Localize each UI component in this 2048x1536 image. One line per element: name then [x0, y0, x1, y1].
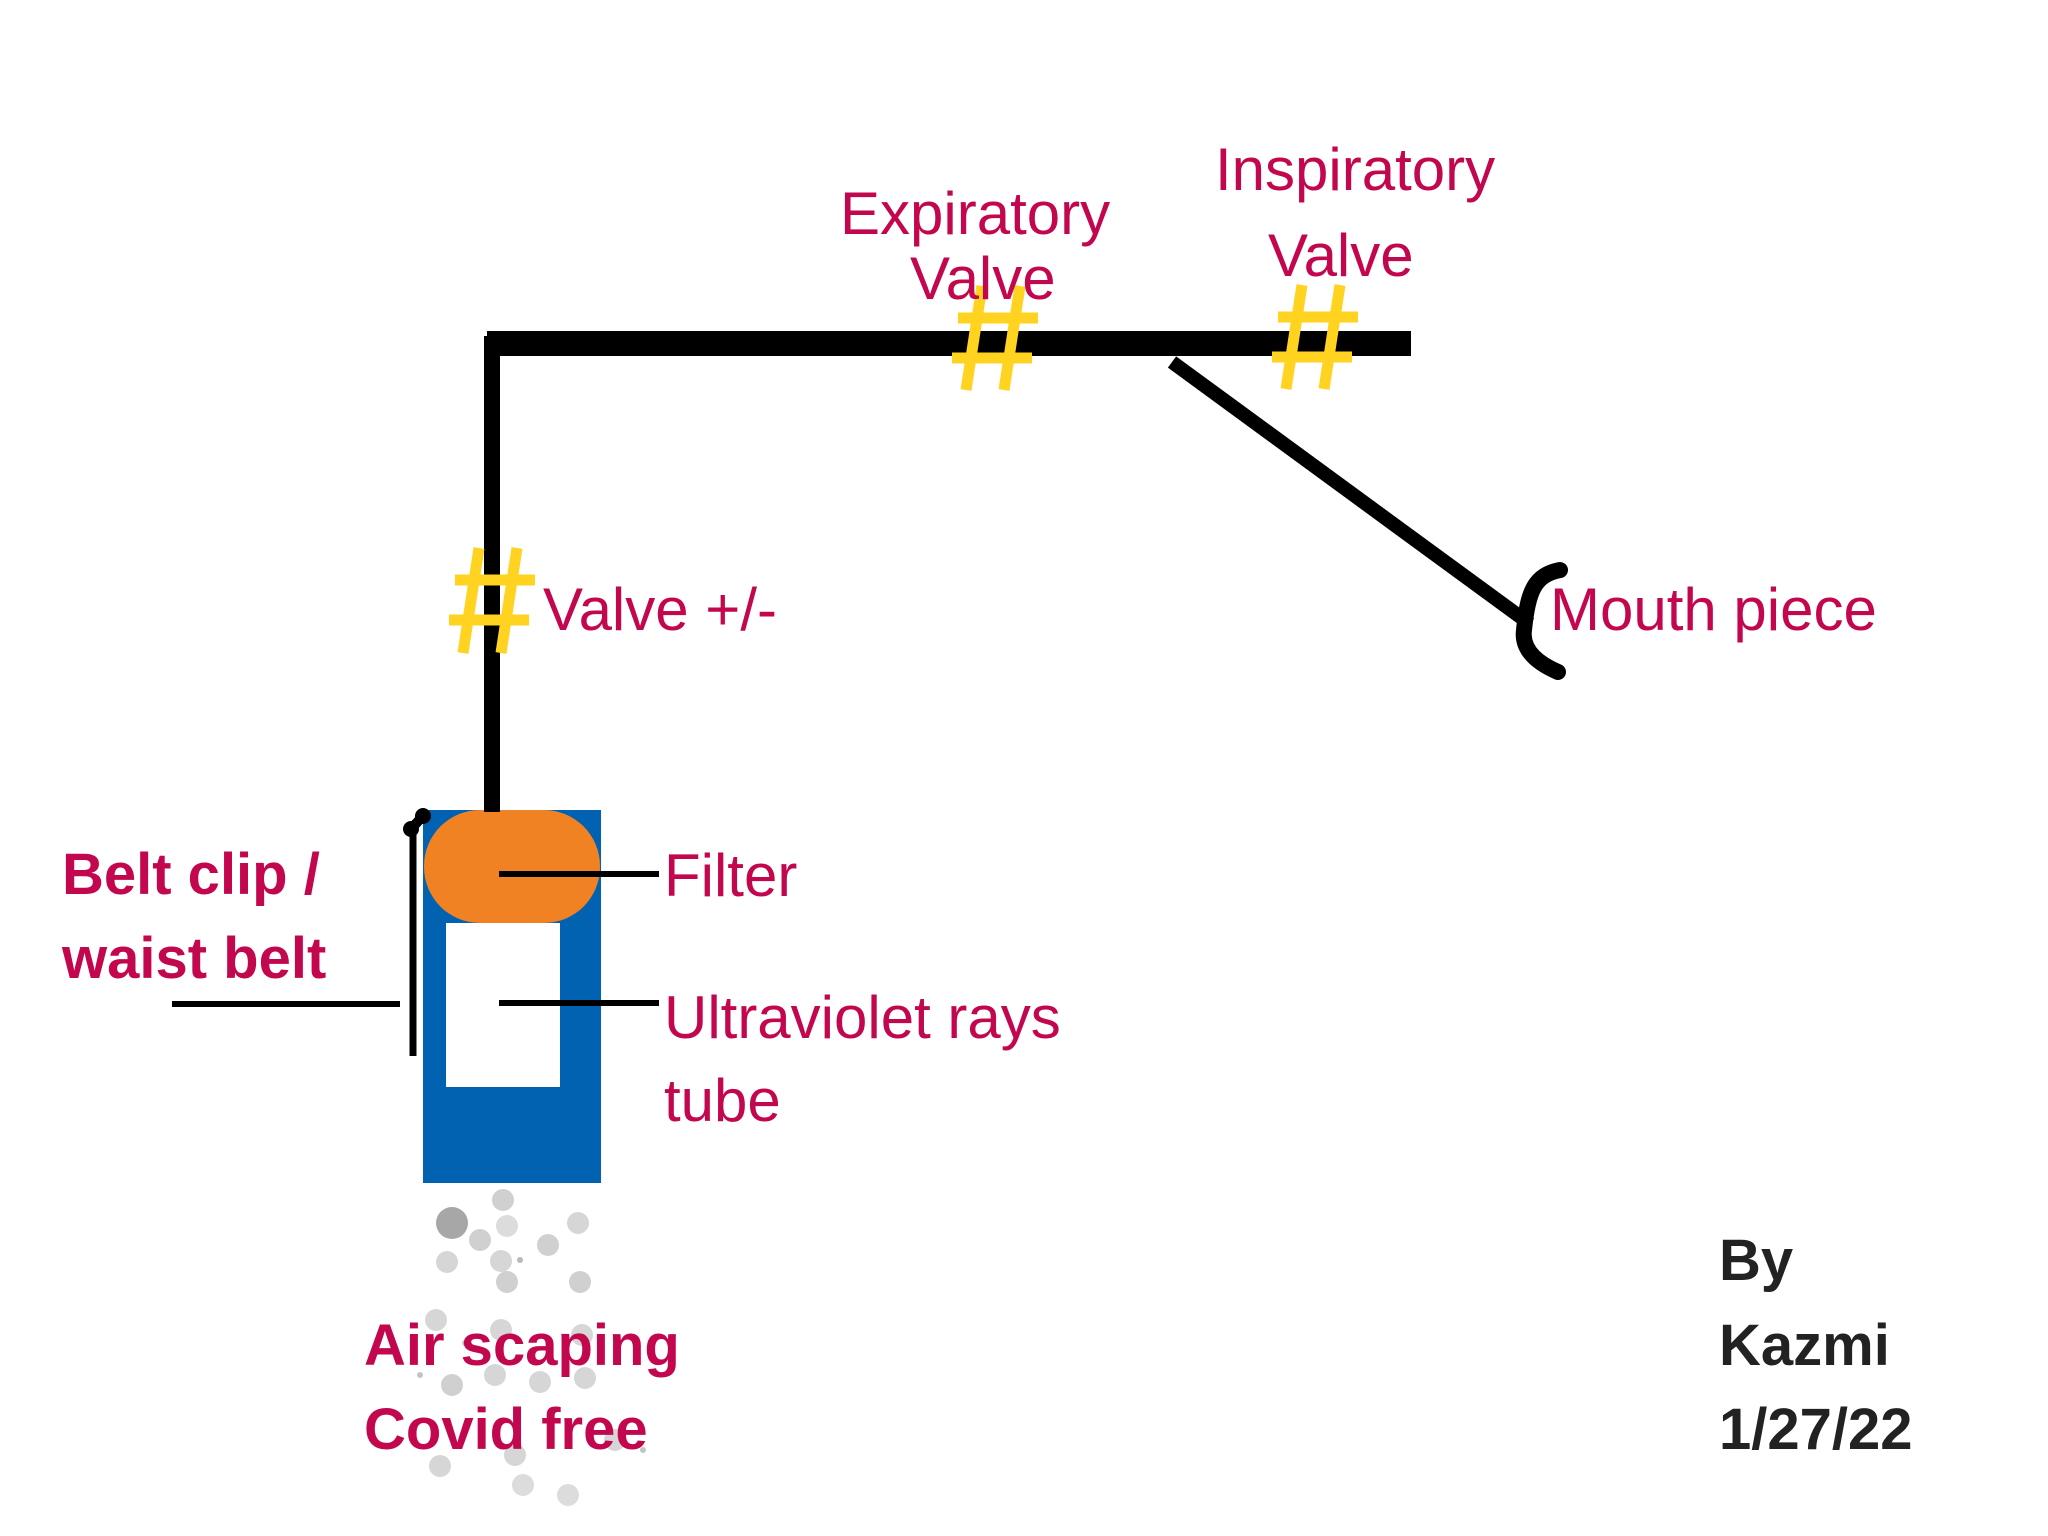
mouth-piece-label: Mouth piece	[1550, 576, 1877, 643]
air-particle	[462, 1340, 468, 1346]
air-particle	[512, 1474, 534, 1496]
air-particle	[425, 1309, 447, 1331]
uv-tube-label-line1: Ultraviolet rays	[664, 984, 1061, 1051]
air-particles	[417, 1189, 646, 1506]
air-particle	[569, 1271, 591, 1293]
belt-clip-label-line2: waist belt	[62, 926, 327, 991]
air-particle	[436, 1207, 468, 1239]
horizontal-pipe	[487, 331, 1411, 356]
credit-by: By	[1719, 1228, 1794, 1293]
credit-author: Kazmi	[1719, 1313, 1890, 1378]
air-particle	[429, 1455, 451, 1477]
air-output-label-line2: Covid free	[364, 1397, 648, 1462]
air-output-label-line1: Air scaping	[364, 1313, 680, 1378]
expiratory-valve-icon	[952, 285, 1038, 391]
inspiratory-valve-label-line2: Valve	[1268, 222, 1414, 289]
air-particle	[567, 1212, 589, 1234]
air-particle	[504, 1444, 526, 1466]
air-particle	[484, 1364, 506, 1386]
air-particle	[496, 1215, 518, 1237]
expiratory-valve-label-line2: Valve	[910, 245, 1056, 312]
air-particle	[529, 1371, 551, 1393]
air-particle	[490, 1319, 512, 1341]
expiratory-valve-label-line1: Expiratory	[840, 180, 1111, 247]
uv-tube-label-line2: tube	[664, 1067, 781, 1134]
air-particle	[469, 1229, 491, 1251]
mouthpiece-tube	[1167, 356, 1535, 630]
air-particle	[517, 1257, 523, 1263]
air-particle	[496, 1271, 518, 1293]
filter-shape	[424, 810, 600, 923]
belt-clip-joint	[407, 812, 427, 833]
credit-date: 1/27/22	[1719, 1397, 1913, 1462]
air-particle	[640, 1447, 646, 1453]
valve-adjust-icon	[449, 547, 535, 654]
air-particle	[441, 1374, 463, 1396]
air-particle	[417, 1372, 423, 1378]
valve-adjust-label: Valve +/-	[543, 576, 777, 643]
air-particle	[557, 1484, 579, 1506]
vertical-pipe	[484, 336, 500, 812]
air-particle	[537, 1234, 559, 1256]
air-particle	[571, 1324, 593, 1346]
mouth-piece-icon	[1515, 562, 1568, 680]
inspiratory-valve-icon	[1272, 284, 1358, 390]
air-particle	[436, 1251, 458, 1273]
air-particle	[490, 1250, 512, 1272]
belt-clip-label-line1: Belt clip /	[62, 842, 320, 907]
air-particle	[604, 1429, 626, 1451]
inspiratory-valve-label-line1: Inspiratory	[1215, 136, 1496, 203]
air-particle	[492, 1189, 514, 1211]
filter-label: Filter	[664, 842, 798, 909]
air-particle	[574, 1367, 596, 1389]
